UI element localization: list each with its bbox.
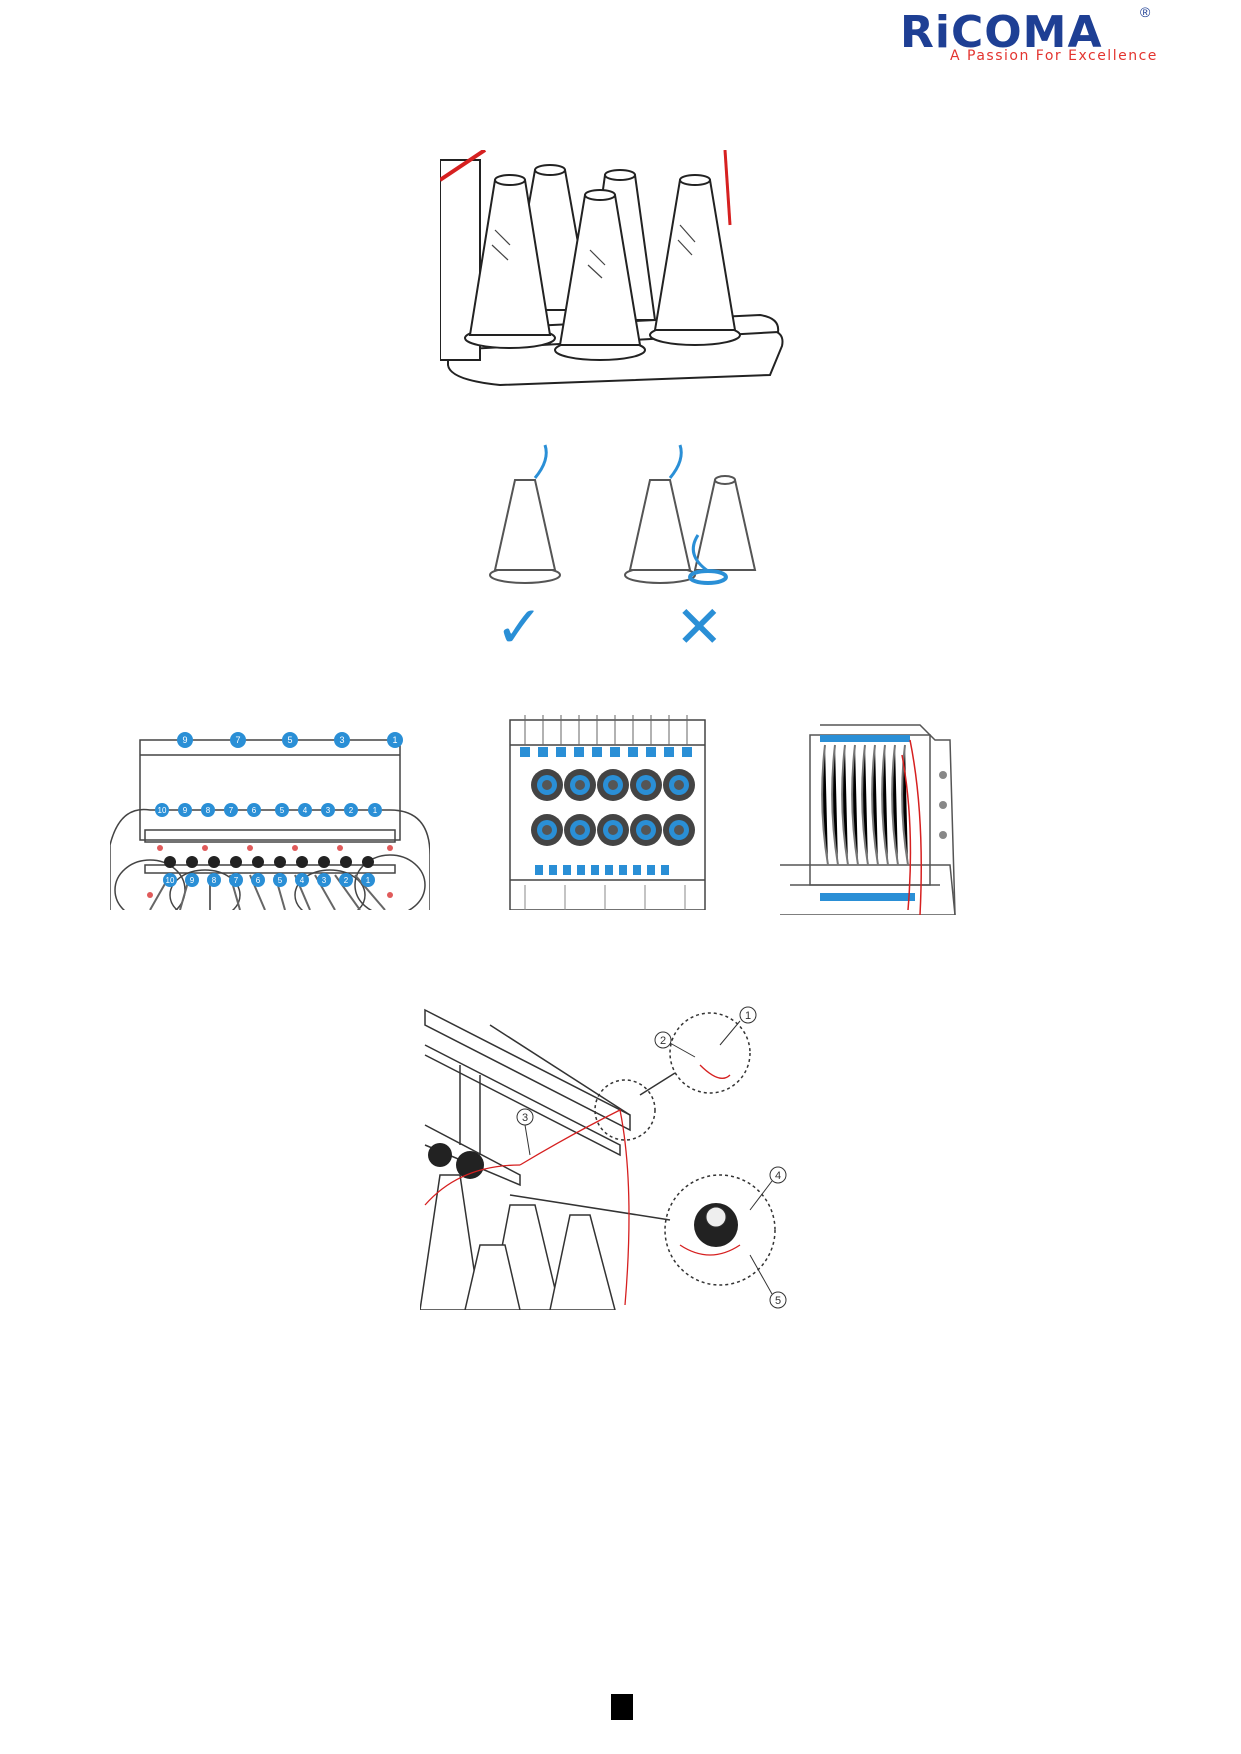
correct-check-icon: ✓ [495, 595, 544, 660]
head-side-view [780, 715, 965, 915]
svg-text:7: 7 [234, 876, 239, 885]
tension-assembly-illustration: 9 7 5 3 1 10 9 8 7 6 5 4 3 2 1 10 9 8 7 … [110, 732, 430, 910]
svg-text:4: 4 [300, 876, 305, 885]
lower-tension-label: 8 [207, 873, 221, 887]
svg-text:1: 1 [373, 806, 378, 815]
registered-mark: ® [1140, 4, 1151, 20]
callout-3: 3 [516, 1108, 534, 1126]
callout-4: 4 [769, 1166, 787, 1184]
svg-text:1: 1 [392, 735, 397, 745]
lower-tension-label: 4 [295, 873, 309, 887]
svg-text:4: 4 [775, 1170, 781, 1182]
brand-logo: RiCOMA ® A Passion For Excellence [900, 4, 1200, 68]
cone-placement-illustration [489, 444, 757, 585]
svg-text:3: 3 [322, 876, 327, 885]
svg-text:5: 5 [775, 1295, 781, 1307]
incorrect-cross-icon: ✕ [675, 595, 724, 660]
upper-tension-label: 4 [298, 803, 312, 817]
svg-text:8: 8 [212, 876, 217, 885]
upper-tension-label: 5 [275, 803, 289, 817]
callout-1: 1 [739, 1006, 757, 1024]
upper-tension-label: 3 [321, 803, 335, 817]
upper-tension-label: 9 [178, 803, 192, 817]
lower-tension-label: 7 [229, 873, 243, 887]
brand-tagline: A Passion For Excellence [950, 48, 1158, 64]
tension-discs-view [505, 715, 710, 910]
top-tension-label: 1 [387, 732, 403, 748]
svg-text:9: 9 [182, 735, 187, 745]
svg-text:1: 1 [745, 1010, 751, 1022]
svg-text:6: 6 [252, 806, 257, 815]
svg-text:5: 5 [278, 876, 283, 885]
thread-cone-stand-illustration [440, 150, 784, 387]
threading-detail-illustration: 1 2 3 4 5 [420, 1006, 787, 1310]
lower-tension-label: 5 [273, 873, 287, 887]
tension-front-view: 9 7 5 3 1 10 9 8 7 6 5 4 3 2 1 10 9 8 7 … [110, 715, 430, 910]
lower-tension-label: 1 [361, 873, 375, 887]
svg-text:2: 2 [349, 806, 354, 815]
svg-text:5: 5 [280, 806, 285, 815]
upper-tension-label: 2 [344, 803, 358, 817]
upper-tension-label: 7 [224, 803, 238, 817]
top-tension-label: 7 [230, 732, 246, 748]
svg-text:9: 9 [190, 876, 195, 885]
svg-text:1: 1 [366, 876, 371, 885]
callout-5: 5 [769, 1291, 787, 1309]
callout-2: 2 [654, 1031, 672, 1049]
svg-text:3: 3 [339, 735, 344, 745]
svg-text:2: 2 [660, 1035, 666, 1047]
svg-text:2: 2 [344, 876, 349, 885]
lower-tension-label: 3 [317, 873, 331, 887]
thread-cones-figure [440, 150, 790, 390]
svg-text:3: 3 [522, 1112, 528, 1124]
svg-text:3: 3 [326, 806, 331, 815]
upper-tension-label: 6 [247, 803, 261, 817]
lower-tension-label: 10 [163, 873, 177, 887]
svg-text:10: 10 [166, 876, 175, 885]
svg-text:6: 6 [256, 876, 261, 885]
top-tension-label: 3 [334, 732, 350, 748]
svg-text:10: 10 [158, 806, 167, 815]
lower-tension-label: 2 [339, 873, 353, 887]
thread-path-side-illustration [780, 724, 956, 915]
svg-text:8: 8 [206, 806, 211, 815]
svg-text:9: 9 [183, 806, 188, 815]
upper-tension-label: 1 [368, 803, 382, 817]
brand-name: RiCOMA [900, 7, 1103, 58]
svg-text:7: 7 [235, 735, 240, 745]
threading-path-figure: 1 2 3 4 5 [420, 1005, 820, 1310]
svg-text:7: 7 [229, 806, 234, 815]
top-tension-label: 5 [282, 732, 298, 748]
lower-tension-label: 9 [185, 873, 199, 887]
svg-text:4: 4 [303, 806, 308, 815]
upper-tension-label: 10 [155, 803, 169, 817]
tension-discs-illustration [509, 715, 706, 910]
upper-tension-label: 8 [201, 803, 215, 817]
top-tension-label: 9 [177, 732, 193, 748]
correct-placement-figure: ✓ ✕ [480, 440, 760, 660]
svg-text:5: 5 [287, 735, 292, 745]
page-number [611, 1694, 633, 1720]
lower-tension-label: 6 [251, 873, 265, 887]
